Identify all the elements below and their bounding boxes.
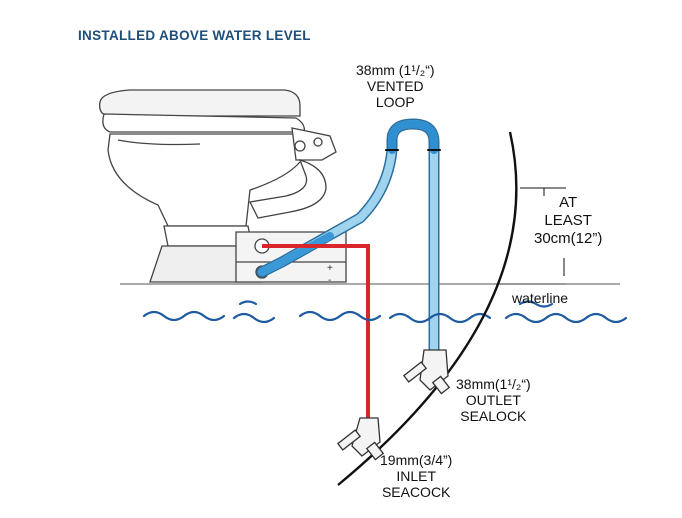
vented-loop-label: 38mm (1¹/₂“) VENTED LOOP — [356, 62, 435, 110]
outlet-word1: OUTLET — [465, 392, 521, 408]
height-dimension — [520, 187, 566, 276]
inlet-hose — [262, 244, 370, 420]
height-label: AT LEAST 30cm(12”) — [534, 194, 602, 248]
vented-loop-size: 38mm (1¹/₂“) — [356, 62, 435, 78]
inlet-seacock-icon — [336, 417, 385, 461]
inlet-size: 19mm(3/4”) — [380, 452, 453, 468]
waterline-label: waterline — [512, 290, 569, 306]
seacock-icon — [402, 349, 451, 395]
toilet-icon — [99, 89, 347, 283]
outlet-sealock-label: 38mm(1¹/₂“) OUTLET SEALOCK — [456, 376, 531, 424]
wave-icon — [142, 300, 628, 324]
diagram-title: INSTALLED ABOVE WATER LEVEL — [78, 28, 311, 43]
pump-minus-mark: - — [328, 275, 331, 286]
inlet-word1: INLET — [396, 468, 437, 484]
height-line2: LEAST — [544, 212, 592, 229]
vented-loop-word1: VENTED — [366, 78, 424, 94]
height-line3: 30cm(12”) — [534, 230, 603, 247]
inlet-seacock-label: 19mm(3/4”) INLET SEACOCK — [380, 452, 452, 500]
pump-plus-mark: + — [327, 263, 333, 274]
vented-loop-word2: LOOP — [375, 94, 415, 110]
hull-line — [337, 131, 518, 486]
height-line1: AT — [559, 194, 578, 211]
outlet-size: 38mm(1¹/₂“) — [456, 376, 531, 392]
outlet-word2: SEALOCK — [460, 408, 527, 424]
inlet-word2: SEACOCK — [381, 484, 451, 500]
